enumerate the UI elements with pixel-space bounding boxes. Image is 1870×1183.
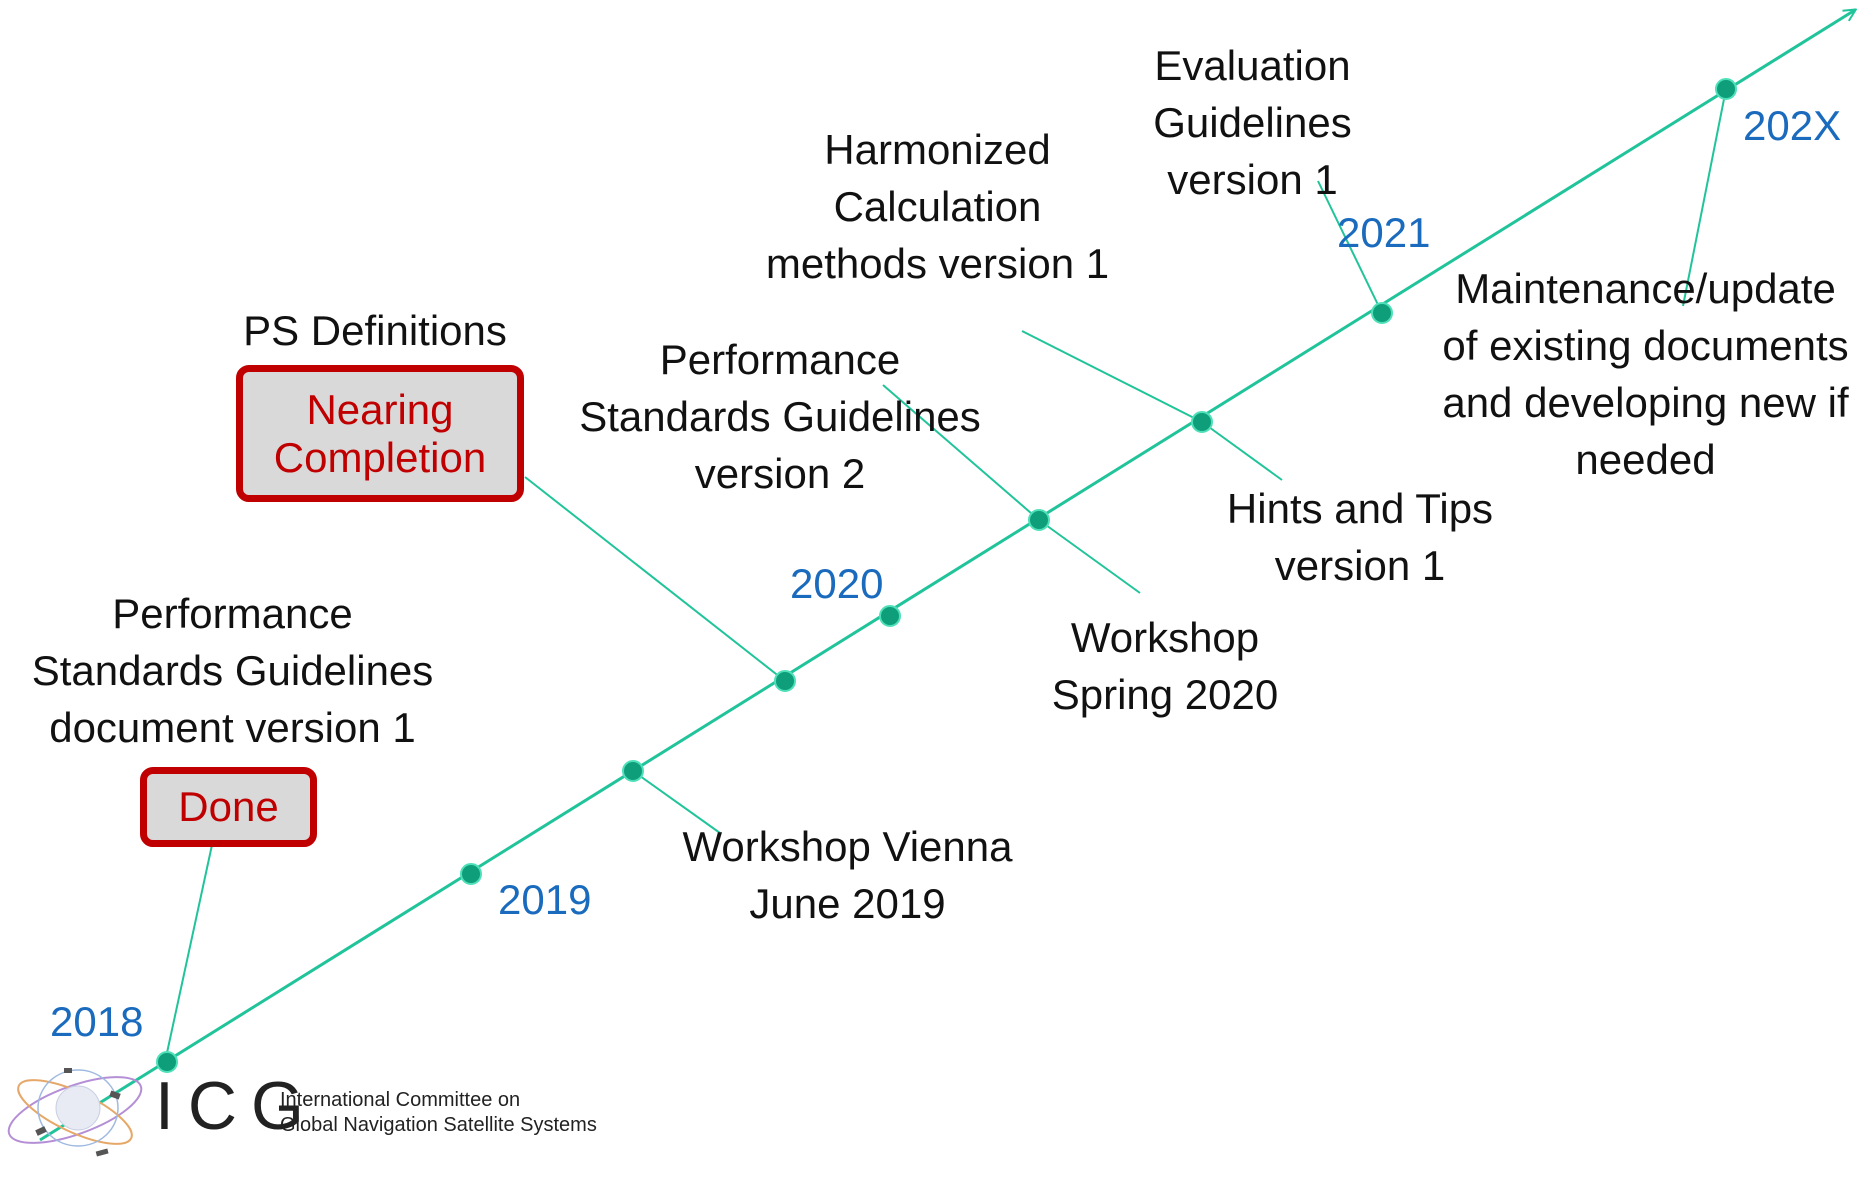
milestone-2021 — [1371, 302, 1393, 324]
label-workshop-spring-2020: Workshop Spring 2020 — [1051, 614, 1279, 718]
status-nearing-completion: Nearing Completion — [236, 365, 524, 502]
connector-workshop-spring — [1038, 519, 1141, 594]
label-ps-guidelines-v2: Performance Standards Guidelines version… — [579, 336, 981, 497]
connector-harmonized — [1021, 330, 1203, 423]
label-maintenance: Maintenance/update of existing documents… — [1442, 265, 1849, 483]
connector-nearing-completion — [524, 476, 786, 682]
year-2019: 2019 — [498, 876, 592, 923]
year-2020: 2020 — [790, 560, 884, 607]
milestone-ps-definitions — [774, 670, 796, 692]
milestone-workshop-vienna — [622, 760, 644, 782]
year-2018: 2018 — [50, 998, 144, 1045]
status-done: Done — [140, 767, 317, 847]
orbit-satellites-icon — [7, 1068, 143, 1157]
label-harmonized-calc: Harmonized Calculation methods version 1 — [765, 126, 1110, 287]
milestone-2019 — [460, 863, 482, 885]
label-ps-definitions: PS Definitions — [243, 307, 507, 354]
icg-logo — [7, 1068, 143, 1157]
logo-letters: ICG — [155, 1068, 318, 1144]
milestone-2020 — [879, 605, 901, 627]
label-evaluation-guidelines: Evaluation Guidelines version 1 — [1153, 42, 1352, 203]
milestone-workshop-spring — [1028, 509, 1050, 531]
label-ps-guidelines-v1: Performance Standards Guidelines documen… — [31, 590, 434, 751]
year-2021: 2021 — [1337, 209, 1431, 256]
connector-hints-tips — [1201, 421, 1283, 481]
logo-line-1: International Committee on — [280, 1089, 521, 1111]
timeline-axis — [39, 10, 1855, 1142]
year-202x: 202X — [1743, 102, 1842, 149]
connector-maintenance — [1682, 88, 1727, 307]
milestone-202x — [1715, 78, 1737, 100]
milestone-2018 — [156, 1051, 178, 1073]
connector-workshop-vienna — [632, 770, 721, 834]
logo-line-2: Global Navigation Satellite Systems — [280, 1114, 597, 1136]
connector-evaluation — [1317, 180, 1383, 314]
connector-done — [164, 844, 213, 1063]
label-hints-tips: Hints and Tips version 1 — [1226, 485, 1494, 589]
label-workshop-vienna: Workshop Vienna June 2019 — [682, 823, 1013, 927]
connector-lines — [164, 88, 1727, 1063]
milestone-harmonized — [1191, 411, 1213, 433]
milestone-dots — [156, 78, 1737, 1073]
connector-ps-guidelines-v2 — [882, 384, 1040, 521]
